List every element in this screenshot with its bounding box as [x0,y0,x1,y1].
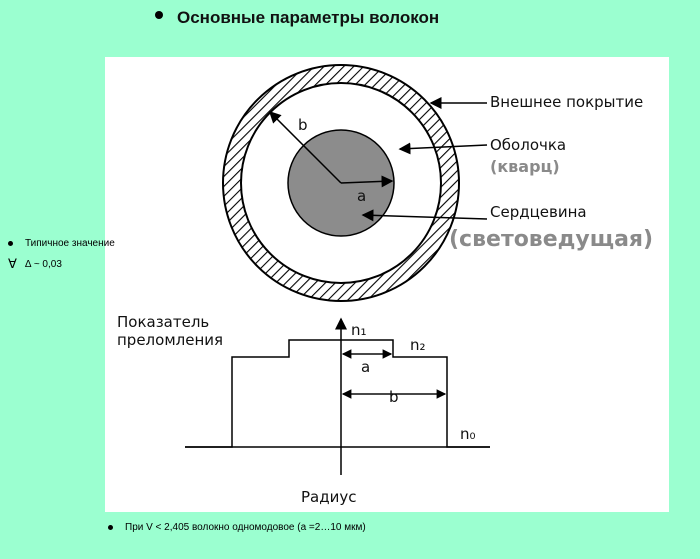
side-note-line1: Типичное значение [25,238,115,249]
cladding-pointer [398,142,488,155]
core-label: Сердцевина [490,203,587,221]
profile-xlabel: Радиус [301,488,356,506]
page-title: Основные параметры волокон [177,8,440,27]
radius-a-arrow [340,175,394,188]
forall-symbol: ∀ [8,257,17,272]
index-profile: Показатель преломления n₁ n₂ n₀ a b Ради… [117,313,490,506]
side-note-line2: Δ ~ 0,03 [24,259,62,270]
cladding-label: Оболочка [490,136,566,154]
bottom-note: При V < 2,405 волокно одномодовое (a =2…… [108,522,366,533]
core-property-label: (световедущая) [449,227,653,252]
profile-ylabel-2: преломления [117,331,223,349]
title-bullet [155,11,163,19]
radius-b-arrow [268,110,342,184]
bottom-note-bullet [108,525,113,530]
core-pointer [361,209,488,222]
n2-label: n₂ [410,336,426,354]
dim-a-label: a [361,358,370,376]
profile-ylabel-1: Показатель [117,313,209,331]
dim-b-label: b [389,388,399,406]
n1-label: n₁ [351,321,367,339]
title-block: Основные параметры волокон [155,8,439,28]
diagram-panel: b a Внешнее покрытие Оболочка (кварц) Се… [105,57,669,512]
cladding-material-label: (кварц) [490,157,560,176]
n0-label: n₀ [460,425,476,443]
bottom-note-text: При V < 2,405 волокно одномодовое (a =2…… [125,522,366,533]
side-note: Типичное значение ∀ Δ ~ 0,03 [8,238,115,280]
index-step-profile [185,339,490,448]
fiber-diagram: b a Внешнее покрытие Оболочка (кварц) Се… [117,64,653,506]
outer-coating-label: Внешнее покрытие [490,93,643,111]
side-note-bullet [8,241,13,246]
radius-a-label: a [357,187,366,205]
cross-section: b a Внешнее покрытие Оболочка (кварц) Се… [222,64,653,302]
radius-b-label: b [298,116,308,134]
